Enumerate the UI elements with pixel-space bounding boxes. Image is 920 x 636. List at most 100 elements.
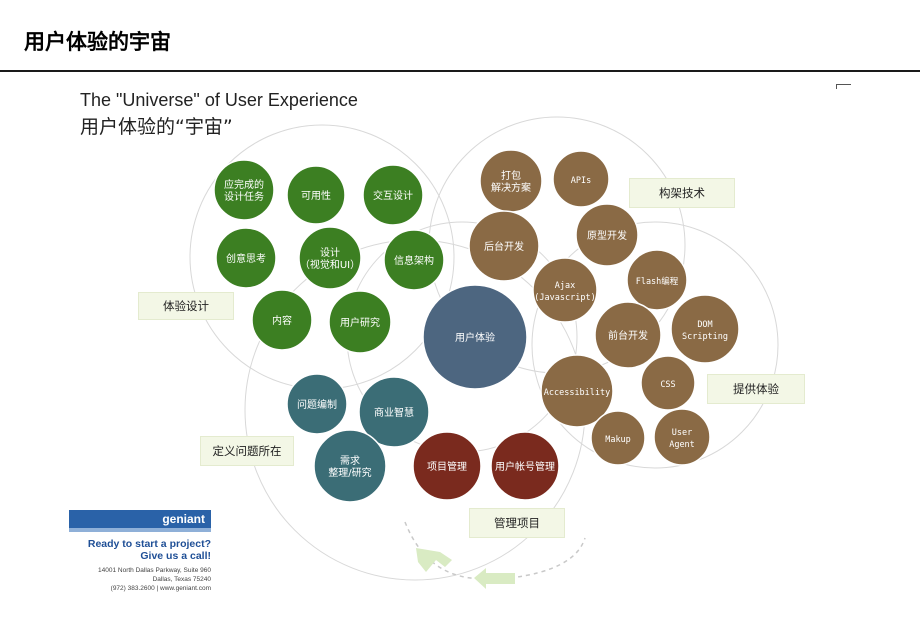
bubble-circle	[653, 408, 711, 466]
bubble-label: 内容	[272, 314, 292, 327]
cycle-arrow-left-icon	[474, 568, 515, 589]
bubble-6: 内容	[251, 289, 313, 351]
bubble-circle	[328, 290, 392, 354]
figure-title-cn: 用户体验的“宇宙”	[80, 116, 233, 138]
corner-mark	[836, 84, 851, 89]
bubble-label: Flash编程	[636, 276, 679, 287]
bubble-21: 问题编制	[286, 373, 348, 435]
page-title: 用户体验的宇宙	[24, 29, 171, 54]
bubble-circle	[251, 289, 313, 351]
header-divider	[0, 70, 920, 72]
address-line-1: 14001 North Dallas Parkway, Suite 960	[98, 567, 211, 574]
cta-line-2: Give us a call!	[140, 550, 211, 562]
bubble-3: 创意思考	[215, 227, 277, 289]
figure-title-en: The "Universe" of User Experience	[80, 90, 358, 110]
bubble-circle	[215, 227, 277, 289]
bubble-label: (Javascript)	[534, 293, 595, 303]
bubble-circle	[640, 355, 696, 411]
bubble-circle	[286, 165, 346, 225]
bubble-label: Scripting	[682, 332, 728, 342]
bubble-14: 前台开发	[594, 301, 662, 369]
bubble-22: 商业智慧	[358, 376, 430, 448]
bubble-label: 设计	[320, 246, 340, 259]
bubble-label: DOM	[697, 320, 712, 330]
bubble-20: 用户体验	[422, 284, 528, 390]
bubble-label: 整理/研究	[328, 466, 371, 479]
bubble-circle	[468, 210, 540, 282]
bubble-circle	[594, 301, 662, 369]
bubble-label: 商业智慧	[374, 406, 414, 419]
bubble-label: （视觉和UI）	[300, 258, 360, 271]
cycle-arrow-up-icon	[416, 548, 452, 572]
bubble-circle	[552, 150, 610, 208]
bubble-circle	[670, 294, 740, 364]
bubble-label: 项目管理	[427, 460, 467, 473]
bubble-label: 需求	[340, 455, 360, 467]
address-line-2: Dallas, Texas 75240	[152, 576, 211, 583]
cycle-arc-right	[509, 537, 586, 579]
bubble-circle	[313, 429, 387, 503]
bubble-layer: 应完成的设计任务可用性交互设计创意思考设计（视觉和UI）信息架构内容用户研究打包…	[213, 149, 740, 503]
bubble-25: 用户帐号管理	[490, 431, 560, 501]
bubble-label: 用户体验	[455, 331, 495, 344]
bubble-10: 后台开发	[468, 210, 540, 282]
bubble-label: 设计任务	[224, 190, 264, 203]
bubble-circle	[575, 203, 639, 267]
bubble-label: 解决方案	[491, 181, 531, 194]
bubble-4: 设计（视觉和UI）	[298, 226, 362, 290]
bubble-15: DOM Scripting	[670, 294, 740, 364]
bubble-circle	[286, 373, 348, 435]
group-label-experience-design: 体验设计	[138, 292, 234, 320]
bubble-label: 交互设计	[373, 189, 413, 202]
contact-address: 14001 North Dallas Parkway, Suite 960 Da…	[69, 566, 211, 593]
bubble-label: 原型开发	[587, 229, 627, 242]
bubble-circle	[362, 164, 424, 226]
bubble-label: 用户帐号管理	[495, 460, 555, 473]
group-label-architecture: 构架技术	[629, 178, 735, 208]
bubble-label: Accessibility	[544, 388, 611, 398]
bubble-circle	[298, 226, 362, 290]
bubble-7: 用户研究	[328, 290, 392, 354]
bubble-13: Flash编程	[626, 249, 688, 311]
bubble-label: 前台开发	[608, 329, 648, 342]
bubble-circle	[626, 249, 688, 311]
bubble-label: 后台开发	[484, 240, 524, 253]
bubble-label: 应完成的	[224, 178, 264, 191]
bubble-12: Ajax (Javascript)	[532, 257, 598, 323]
bubble-24: 项目管理	[412, 431, 482, 501]
bubble-label: 用户研究	[340, 316, 380, 329]
cycle-arc-left	[404, 521, 496, 580]
cluster-outline-delivery	[531, 221, 779, 469]
bubble-16: Accessibility	[540, 354, 614, 428]
bubble-label: CSS	[660, 380, 675, 390]
bubble-label: Ajax	[555, 281, 575, 291]
bubble-label: APIs	[571, 176, 591, 186]
group-label-delivery: 提供体验	[707, 374, 805, 404]
bubble-label: 问题编制	[297, 398, 337, 411]
bubble-circle	[422, 284, 528, 390]
bubble-18: Makup	[590, 410, 646, 466]
bubble-circle	[412, 431, 482, 501]
bubble-label: User	[672, 428, 692, 438]
bubble-2: 交互设计	[362, 164, 424, 226]
group-label-define-problem: 定义问题所在	[200, 436, 294, 466]
contact-line: (972) 383.2600 | www.geniant.com	[110, 585, 211, 592]
bubble-label: Agent	[669, 440, 695, 450]
bubble-circle	[213, 159, 275, 221]
group-label-manage-project: 管理项目	[469, 508, 565, 538]
bubble-label: 信息架构	[394, 254, 434, 267]
bubble-circle	[532, 257, 598, 323]
bubble-label: 创意思考	[226, 252, 266, 265]
bubble-9: APIs	[552, 150, 610, 208]
bubble-circle	[383, 229, 445, 291]
bubble-1: 可用性	[286, 165, 346, 225]
cta-text: Ready to start a project? Give us a call…	[69, 538, 211, 562]
bubble-5: 信息架构	[383, 229, 445, 291]
geniant-logo: geniant	[69, 510, 211, 528]
bubble-circle	[590, 410, 646, 466]
